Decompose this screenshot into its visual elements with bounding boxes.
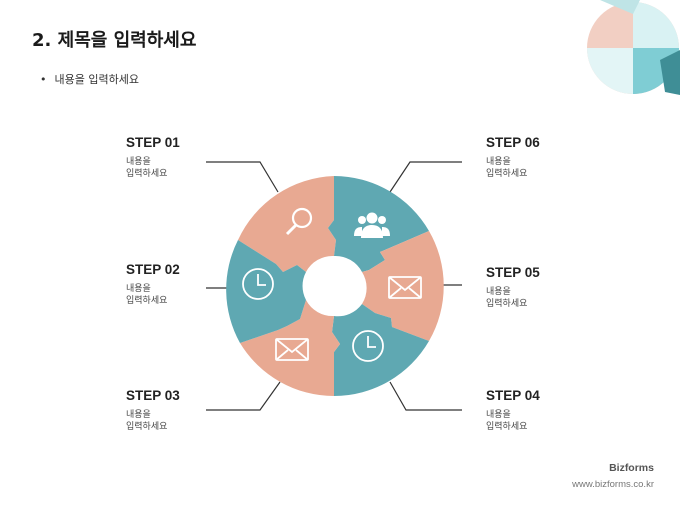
mail-icon [388, 276, 422, 299]
connector-step-06 [389, 161, 462, 193]
step-label: STEP 03 [126, 388, 180, 403]
ring-segment-step-03 [240, 300, 340, 396]
connector-step-03 [206, 381, 281, 411]
process-ring [226, 176, 444, 396]
ring-segment-step-02 [226, 240, 306, 343]
connector-step-01 [206, 161, 279, 193]
step-label: STEP 05 [486, 265, 540, 280]
page-title: 2. 제목을 입력하세요 [32, 30, 197, 51]
ring-center [305, 257, 363, 315]
ring-segment-step-06 [328, 176, 429, 272]
ring-segment-step-05 [362, 231, 444, 341]
step-label: STEP 01 [126, 135, 180, 150]
clock-icon [352, 330, 384, 362]
mail-icon [275, 338, 309, 361]
users-icon [354, 212, 390, 238]
search-icon [285, 207, 313, 236]
connector-step-04 [389, 381, 462, 411]
bullet-item: • 내용을 입력하세요 [40, 71, 139, 87]
bullet-dot: • [40, 73, 47, 86]
bullet-text: 내용을 입력하세요 [54, 73, 139, 86]
ring-segment-step-04 [332, 304, 429, 396]
connector-lines [206, 161, 462, 411]
step-label: STEP 06 [486, 135, 540, 150]
footer-brand: Bizforms [609, 462, 654, 474]
corner-decoration [587, 0, 680, 95]
clock-icon [242, 268, 274, 300]
footer-url[interactable]: www.bizforms.co.kr [572, 479, 654, 490]
step-label: STEP 02 [126, 262, 180, 277]
ring-segment-step-01 [238, 176, 336, 272]
step-label: STEP 04 [486, 388, 540, 403]
